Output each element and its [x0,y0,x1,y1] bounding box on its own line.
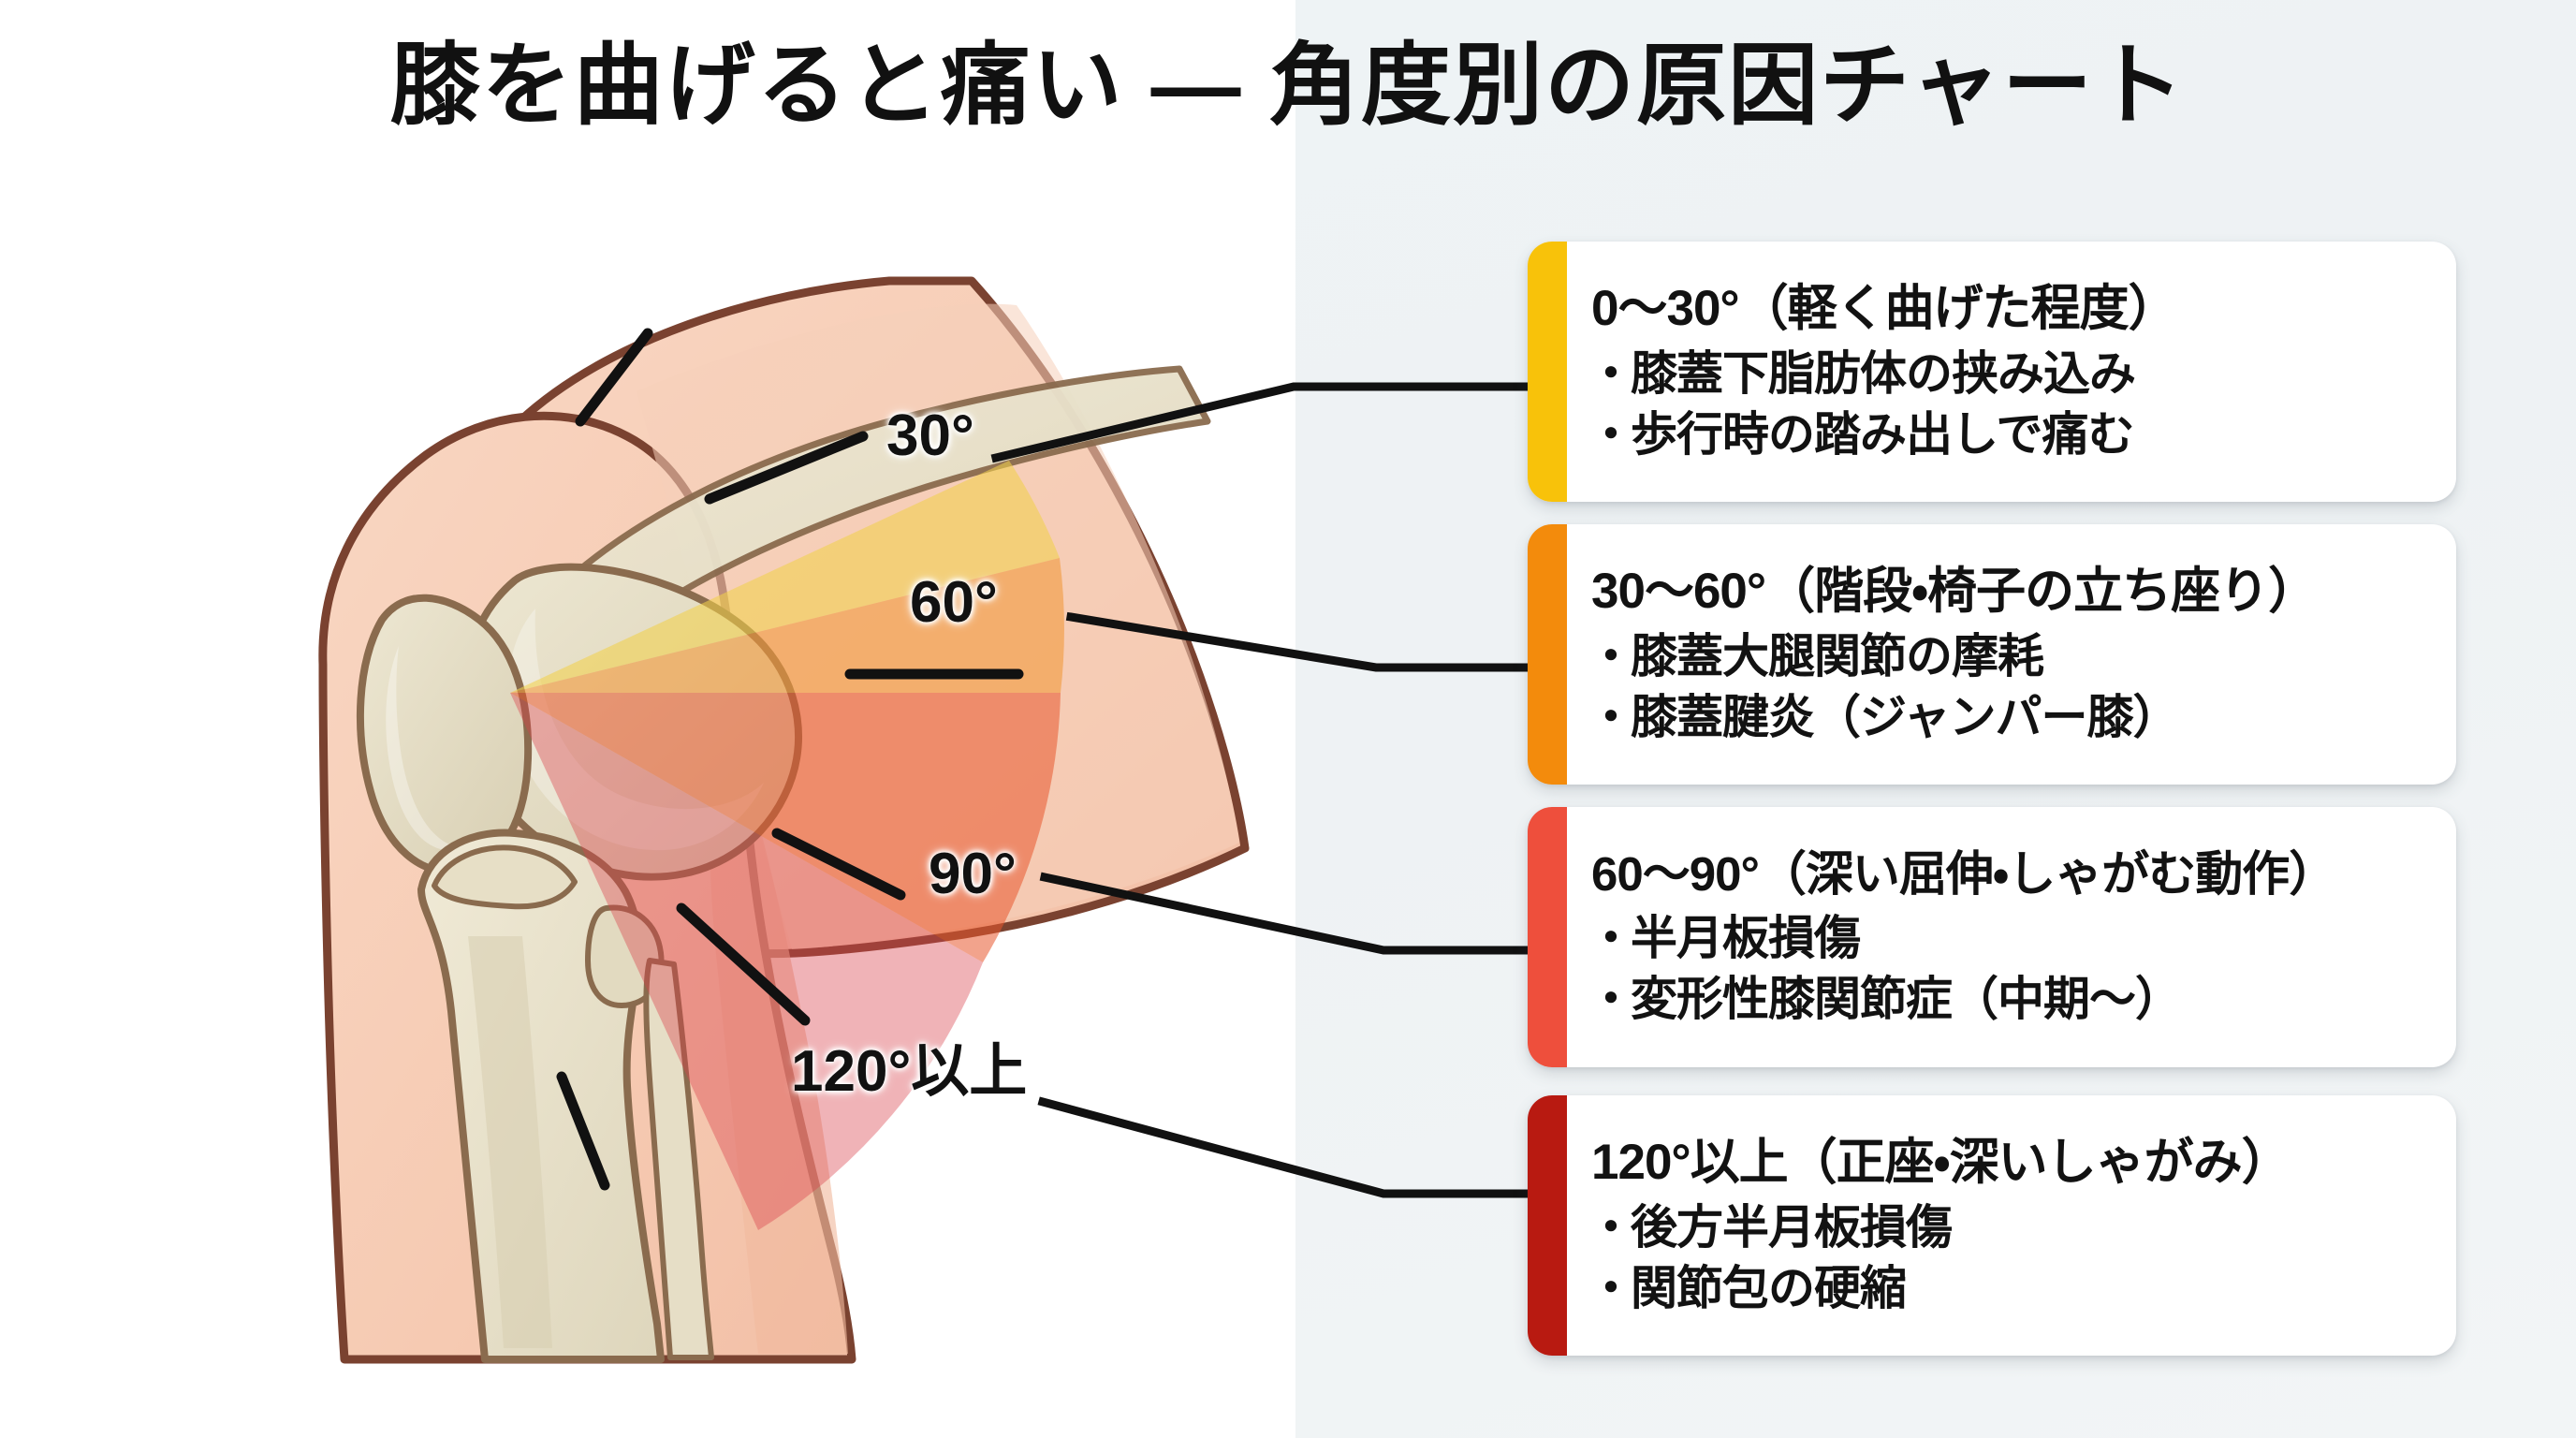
tick-30deg [704,431,869,505]
angle-label-30: 30° [886,404,974,468]
angle-tick-marks [556,328,1024,1191]
wedge-0-30 [510,461,1060,693]
card-accent-bar-120-plus [1528,1095,1567,1356]
tick-0deg [575,328,653,427]
card-bullets-30-60: 膝蓋大腿関節の摩耗 膝蓋腱炎（ジャンパー膝） [1588,626,2437,748]
card-body-120-plus: 120°以上（正座・深いしゃがみ） 後方半月板損傷 関節包の硬縮 [1567,1095,2456,1356]
card-bullet: 関節包の硬縮 [1588,1258,2437,1319]
card-body-30-60: 30〜60°（階段・椅子の立ち座り） 膝蓋大腿関節の摩耗 膝蓋腱炎（ジャンパー膝… [1567,524,2456,785]
card-heading-60-90: 60〜90°（深い屈伸・しゃがむ動作） [1591,846,2336,901]
card-accent-bar-0-30 [1528,242,1567,502]
card-bullet: 膝蓋大腿関節の摩耗 [1588,626,2437,687]
card-accent-bar-30-60 [1528,524,1567,785]
card-heading-30-60: 30〜60°（階段・椅子の立ち座り） [1591,563,2318,619]
card-bullet: 変形性膝関節症（中期〜） [1588,969,2437,1030]
tick-135deg [556,1071,610,1191]
card-body-60-90: 60〜90°（深い屈伸・しゃがむ動作） 半月板損傷 変形性膝関節症（中期〜） [1567,807,2456,1067]
tick-90deg [771,828,906,901]
card-bullet: 後方半月板損傷 [1588,1197,2437,1258]
angle-label-90: 90° [929,842,1017,906]
card-bullet: 歩行時の踏み出しで痛む [1588,404,2437,465]
tick-120deg [676,902,811,1026]
angle-label-120: 120°以上 [791,1039,1028,1104]
angle-label-60: 60° [910,570,998,635]
wedge-60-90 [510,693,1061,962]
card-bullets-0-30: 膝蓋下脂肪体の挟み込み 歩行時の踏み出しで痛む [1588,344,2437,465]
fibula-bone [643,958,714,1360]
card-bullets-60-90: 半月板損傷 変形性膝関節症（中期〜） [1588,908,2437,1030]
page-title: 膝を曲げると痛い ― 角度別の原因チャート [389,36,2187,136]
card-0-30[interactable]: 0〜30°（軽く曲げた程度） 膝蓋下脂肪体の挟み込み 歩行時の踏み出しで痛む [1528,242,2456,502]
card-60-90[interactable]: 60〜90°（深い屈伸・しゃがむ動作） 半月板損傷 変形性膝関節症（中期〜） [1528,807,2456,1067]
tibia-bone [417,829,665,1363]
card-bullet: 半月板損傷 [1588,908,2437,969]
wedge-30-60 [510,558,1064,693]
card-body-0-30: 0〜30°（軽く曲げた程度） 膝蓋下脂肪体の挟み込み 歩行時の踏み出しで痛む [1567,242,2456,502]
card-heading-120-plus: 120°以上（正座・深いしゃがみ） [1591,1134,2291,1190]
card-bullet: 膝蓋腱炎（ジャンパー膝） [1588,687,2437,748]
card-bullet: 膝蓋下脂肪体の挟み込み [1588,344,2437,404]
knee-anatomy-illustration [318,276,1250,1364]
card-heading-0-30: 0〜30°（軽く曲げた程度） [1591,280,2178,336]
card-bullets-120-plus: 後方半月板損傷 関節包の硬縮 [1588,1197,2437,1319]
card-accent-bar-60-90 [1528,807,1567,1067]
card-30-60[interactable]: 30〜60°（階段・椅子の立ち座り） 膝蓋大腿関節の摩耗 膝蓋腱炎（ジャンパー膝… [1528,524,2456,785]
card-120-plus[interactable]: 120°以上（正座・深いしゃがみ） 後方半月板損傷 関節包の硬縮 [1528,1095,2456,1356]
